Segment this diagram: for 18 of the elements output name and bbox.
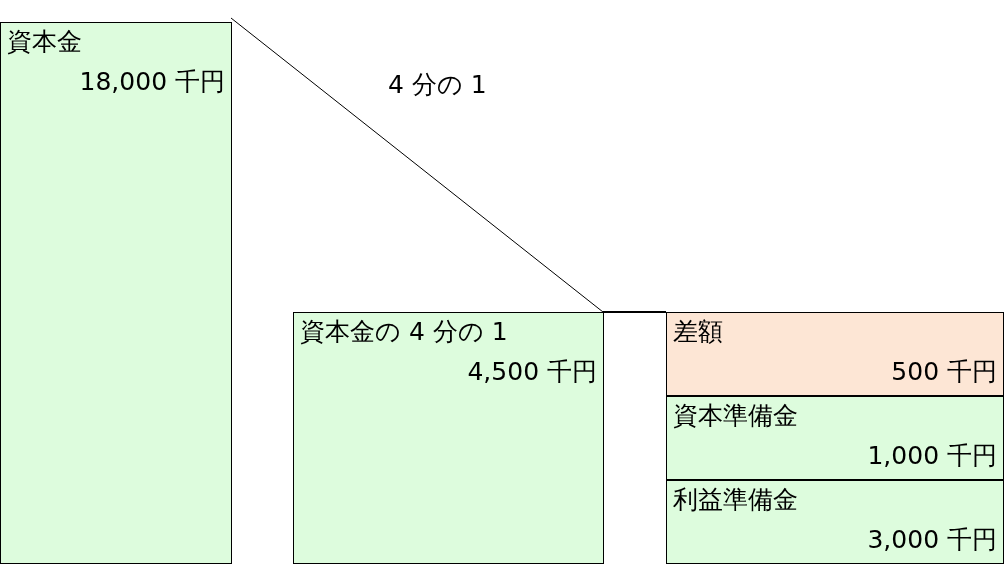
- account-name: 差額: [673, 317, 723, 347]
- amount-text: 3,000 千円: [867, 525, 997, 555]
- amount-text: 18,000 千円: [79, 67, 225, 97]
- account-box: [666, 480, 1004, 564]
- connector-line: [230, 17, 604, 313]
- ratio-label: 4 分の 1: [388, 70, 487, 100]
- account-name: 資本準備金: [673, 401, 798, 431]
- amount-text: 1,000 千円: [867, 441, 997, 471]
- account-name: 資本金: [7, 27, 82, 57]
- amount-text: 500 千円: [891, 357, 997, 387]
- account-box: [666, 396, 1004, 480]
- account-box: [293, 312, 604, 564]
- account-box: [0, 22, 232, 564]
- account-box: [666, 312, 1004, 396]
- account-name: 利益準備金: [673, 485, 798, 515]
- connector-line: [602, 311, 667, 313]
- account-name: 資本金の 4 分の 1: [300, 317, 508, 347]
- amount-text: 4,500 千円: [467, 357, 597, 387]
